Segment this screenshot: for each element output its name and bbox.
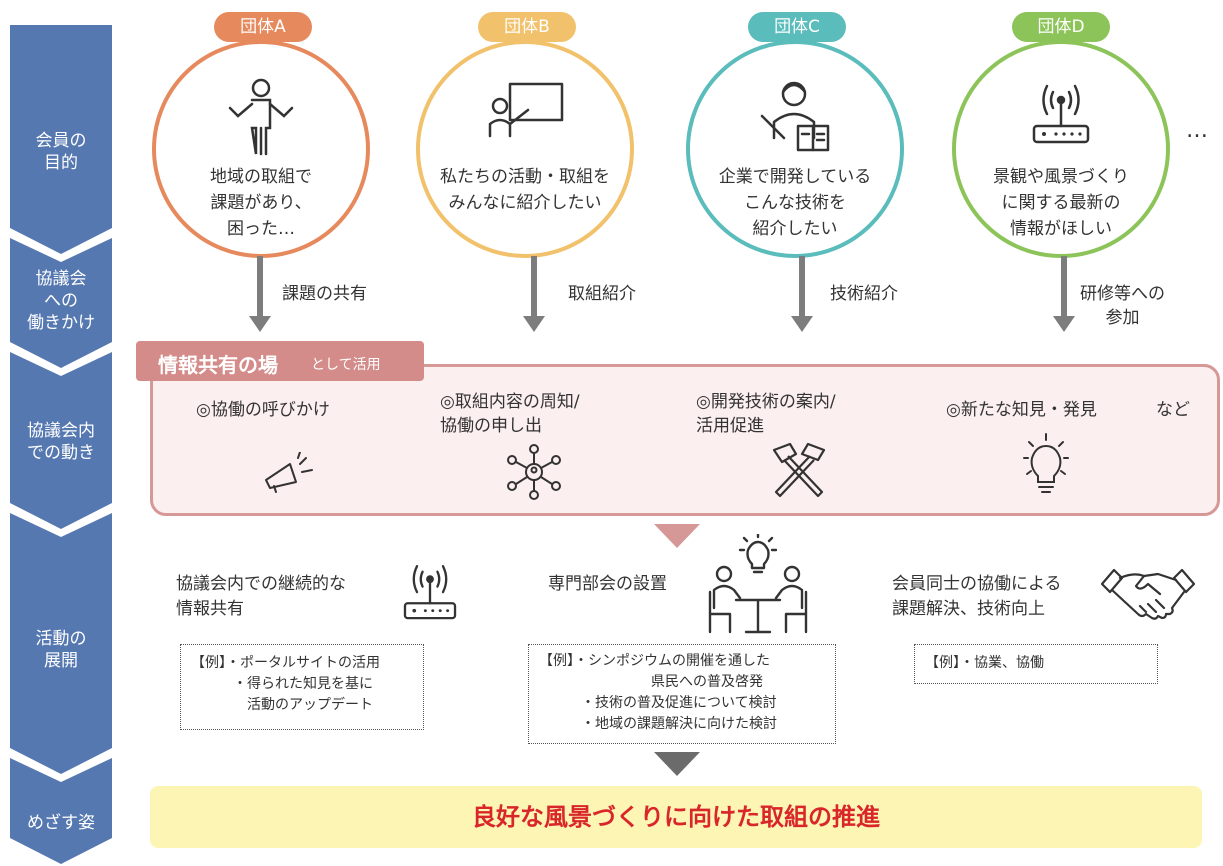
- forum-panel: [150, 364, 1220, 516]
- action-introduce: 取組紹介: [568, 284, 636, 304]
- megaphone-icon: [265, 452, 313, 493]
- forum-title-suffix: として活用: [311, 357, 381, 373]
- forum-heading: 情報共有の場 として活用: [136, 341, 424, 381]
- forum-item-collab: ◎協働の呼びかけ: [196, 400, 330, 420]
- stage-label-approach: 協議会 への 働きかけ: [27, 269, 95, 333]
- dev-example-2: 【例】・シンポジウムの開催を通した 県民への普及啓発 ・技術の普及促進について検…: [528, 644, 836, 744]
- teacher-book-icon: [760, 81, 830, 152]
- org-a-circle: 地域の取組で 課題があり、 困った…: [152, 40, 370, 258]
- org-a-tab: 団体A: [214, 12, 312, 42]
- action-tech: 技術紹介: [830, 284, 898, 304]
- network-icon: [507, 444, 561, 500]
- stage-label-purpose: 会員の 目的: [35, 131, 87, 173]
- stage-label-inside: 協議会内 での動き: [27, 421, 95, 463]
- stage-column: [10, 25, 112, 864]
- hammers-icon: [772, 442, 826, 498]
- goal-banner: 良好な風景づくりに向けた取組の推進: [150, 786, 1202, 848]
- forum-etc: など: [1156, 400, 1190, 420]
- dev-example-1: 【例】・ポータルサイトの活用 ・得られた知見を基に 活動のアップデート: [180, 644, 424, 730]
- person-shrugging-icon: [228, 78, 294, 156]
- lightbulb-icon: [1023, 433, 1069, 493]
- org-d-circle: 景観や風景づくり に関する最新の 情報がほしい: [952, 40, 1170, 258]
- org-b-tab: 団体B: [478, 12, 576, 42]
- wifi-router-icon: [403, 565, 457, 620]
- action-training: 研修等への 参加: [1080, 284, 1165, 328]
- forum-title: 情報共有の場: [158, 353, 278, 377]
- org-b-circle: 私たちの活動・取組を みんなに紹介したい: [416, 40, 634, 258]
- org-c-tab: 団体C: [748, 12, 846, 42]
- wifi-router-icon: [1032, 84, 1090, 144]
- dev-expert-committee: 専門部会の設置: [548, 574, 667, 594]
- forum-item-publicize: ◎取組内容の周知/ 協働の申し出: [440, 392, 580, 436]
- presenter-whiteboard-icon: [488, 82, 564, 138]
- org-b-text: 私たちの活動・取組を みんなに紹介したい: [440, 167, 610, 213]
- forum-item-tech-guide: ◎開発技術の案内/ 活用促進: [696, 392, 836, 436]
- dev-continuous-sharing: 協議会内での継続的な 情報共有: [176, 574, 346, 619]
- dev-example-3: 【例】・協業、協働: [914, 644, 1158, 684]
- handshake-icon: [1100, 568, 1196, 620]
- stage-label-development: 活動の 展開: [35, 629, 87, 671]
- ellipsis: …: [1186, 118, 1208, 143]
- forum-item-findings: ◎新たな知見・発見: [946, 400, 1097, 420]
- org-d-text: 景観や風景づくり に関する最新の 情報がほしい: [993, 167, 1129, 239]
- org-a-text: 地域の取組で 課題があり、 困った…: [210, 167, 312, 239]
- org-c-circle: 企業で開発している こんな技術を 紹介したい: [686, 40, 904, 258]
- org-c-text: 企業で開発している こんな技術を 紹介したい: [718, 167, 872, 239]
- action-share-issue: 課題の共有: [282, 284, 367, 304]
- stage-label-goal: めざす姿: [27, 813, 95, 833]
- meeting-idea-icon: [708, 534, 808, 634]
- org-d-tab: 団体D: [1012, 12, 1110, 42]
- dev-member-collab: 会員同士の協働による 課題解決、技術向上: [892, 574, 1062, 619]
